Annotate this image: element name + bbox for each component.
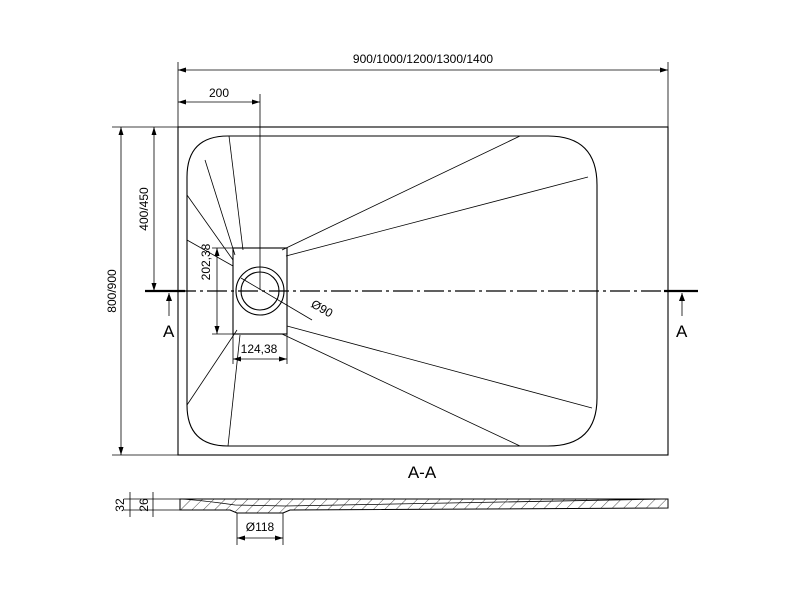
plan-view: A A <box>145 126 698 456</box>
section-title: A-A <box>408 463 437 482</box>
dimension-overall-depth: 800/900 <box>105 126 178 456</box>
section-marker-left: A <box>163 322 175 341</box>
svg-text:800/900: 800/900 <box>105 269 119 313</box>
svg-text:124,38: 124,38 <box>241 342 278 356</box>
svg-text:200: 200 <box>209 86 229 100</box>
slope-lines <box>186 135 593 447</box>
svg-text:202,38: 202,38 <box>199 243 213 280</box>
dimension-grate-height: 202,38 <box>199 243 233 335</box>
dimension-overall-width: 900/1000/1200/1300/1400 <box>177 52 669 127</box>
dimension-drain-diameter: Ø90 <box>309 297 336 321</box>
dimension-grate-width: 124,38 <box>232 334 288 364</box>
dimension-total-thickness: 32 <box>113 492 180 517</box>
tray-inner-basin <box>186 135 598 447</box>
section-view <box>179 498 669 514</box>
drain-diameter-leader <box>240 277 313 321</box>
svg-text:900/1000/1200/1300/1400: 900/1000/1200/1300/1400 <box>353 52 493 66</box>
dimension-drain-offset-x: 200 <box>178 86 261 290</box>
section-arrow-left <box>166 293 172 316</box>
svg-text:32: 32 <box>113 498 127 512</box>
section-arrow-right <box>679 293 685 316</box>
section-marker-right: A <box>676 322 688 341</box>
svg-text:400/450: 400/450 <box>137 187 151 231</box>
section-top-surface <box>179 498 669 507</box>
dimension-edge-thickness: 26 <box>137 492 154 517</box>
section-profile <box>179 498 669 514</box>
dimension-outlet-diameter: Ø118 <box>236 513 284 545</box>
svg-text:26: 26 <box>137 498 151 512</box>
dimension-drain-offset-y: 400/450 <box>137 127 157 291</box>
svg-text:Ø118: Ø118 <box>246 520 275 534</box>
